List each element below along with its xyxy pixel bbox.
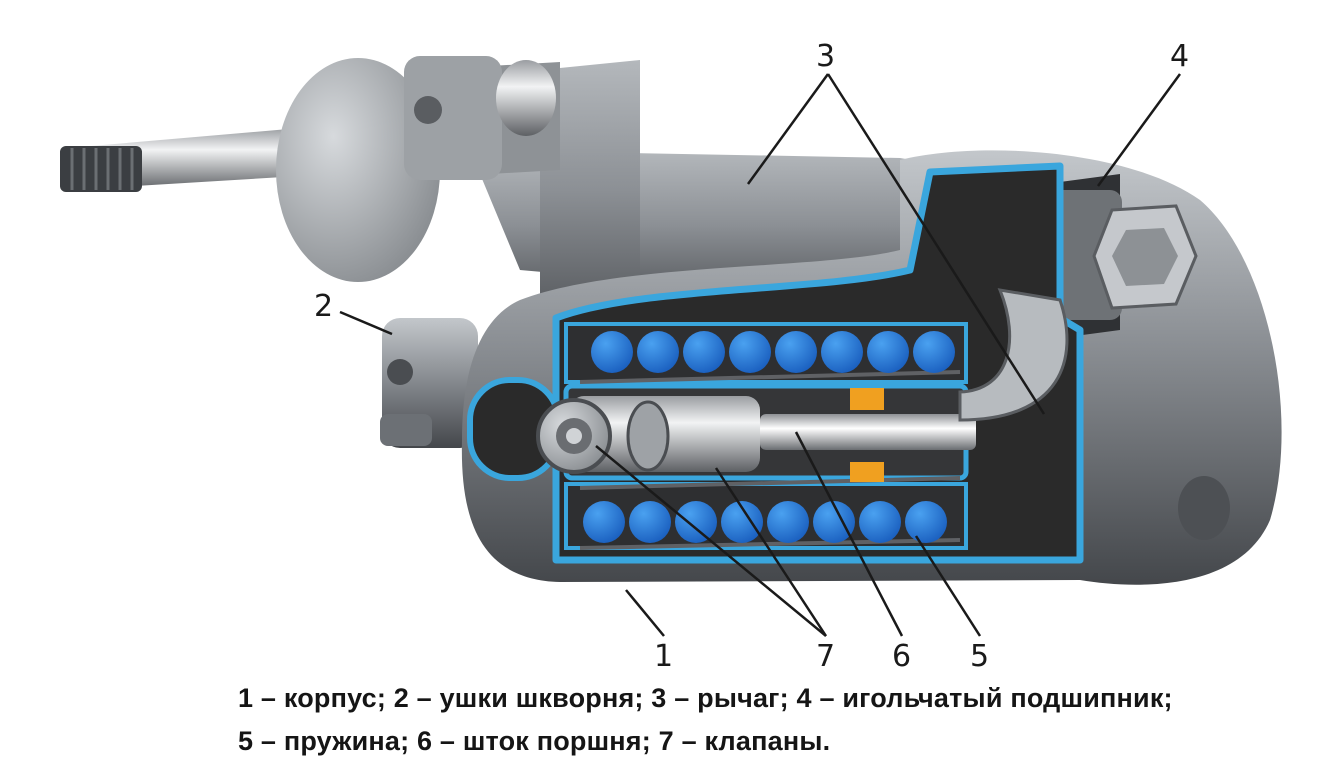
callout-1: 1 bbox=[654, 639, 673, 674]
callout-7: 7 bbox=[816, 639, 835, 674]
valve-insert-lower bbox=[850, 462, 884, 482]
legend-line-2: 5 – пружина; 6 – шток поршня; 7 – клапан… bbox=[238, 726, 831, 756]
dome-cap bbox=[276, 58, 440, 282]
callout-3: 3 bbox=[816, 39, 835, 74]
leader-lines bbox=[339, 73, 1182, 637]
piston-valves bbox=[536, 396, 760, 474]
threaded-stud bbox=[60, 128, 300, 192]
spring-coils-upper bbox=[591, 331, 955, 373]
bracket bbox=[404, 56, 640, 320]
lever-bend bbox=[958, 288, 1069, 422]
kingpin-lug-lower bbox=[380, 318, 478, 448]
end-boss bbox=[1178, 476, 1230, 540]
spring-coils-lower bbox=[583, 501, 947, 543]
legend-line-1: 1 – корпус; 2 – ушки шкворня; 3 – рычаг;… bbox=[238, 683, 1173, 713]
callout-2: 2 bbox=[314, 289, 333, 324]
valve-insert-upper bbox=[850, 388, 884, 410]
callout-5: 5 bbox=[970, 639, 989, 674]
callout-6: 6 bbox=[892, 639, 911, 674]
callout-4: 4 bbox=[1170, 39, 1189, 74]
piston-rod bbox=[760, 414, 976, 450]
